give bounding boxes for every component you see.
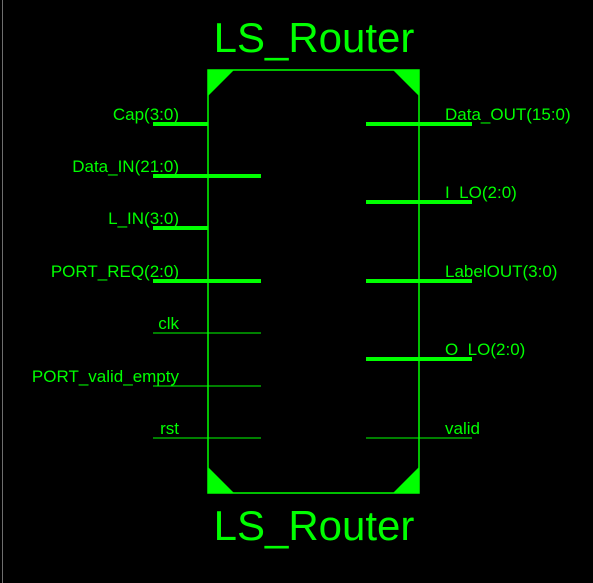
corner-marker-bottom-left [208,467,234,493]
output-pin-label: I_LO(2:0) [445,183,517,202]
input-pin-rst[interactable]: rst [153,419,261,439]
output-pin-label: Data_OUT(15:0) [445,105,571,124]
input-pin-cap-3-0[interactable]: Cap(3:0) [113,105,208,126]
input-pin-port-req-2-0[interactable]: PORT_REQ(2:0) [51,262,261,283]
input-pin-clk[interactable]: clk [153,314,261,334]
input-pins: Cap(3:0) Data_IN(21:0) L_IN(3:0) PORT_REQ(2… [32,105,261,439]
output-pin-data-out-15-0[interactable]: Data_OUT(15:0) [366,105,571,126]
input-pin-label: PORT_REQ(2:0) [51,262,179,281]
input-pin-label: rst [160,419,179,438]
output-pins: Data_OUT(15:0) I_LO(2:0) LabelOUT(3:0) O_LO… [366,105,571,439]
output-pin-valid[interactable]: valid [366,419,480,439]
input-pin-label: PORT_valid_empty [32,367,180,386]
input-pin-label: clk [158,314,179,333]
output-pin-label: valid [445,419,480,438]
component-title-bottom: LS_Router [214,502,415,549]
input-pin-data-in-21-0[interactable]: Data_IN(21:0) [72,157,261,178]
input-pin-label: Cap(3:0) [113,105,179,124]
input-pin-port-valid-empty[interactable]: PORT_valid_empty [32,367,261,387]
corner-marker-top-right [393,70,419,96]
input-pin-label: Data_IN(21:0) [72,157,179,176]
input-pin-label: L_IN(3:0) [108,209,179,228]
output-pin-label: LabelOUT(3:0) [445,262,557,281]
output-pin-labelout-3-0[interactable]: LabelOUT(3:0) [366,262,557,283]
output-pin-i-lo-2-0[interactable]: I_LO(2:0) [366,183,517,204]
output-pin-o-lo-2-0[interactable]: O_LO(2:0) [366,340,525,361]
corner-marker-top-left [208,70,234,96]
input-pin-l-in-3-0[interactable]: L_IN(3:0) [108,209,208,230]
output-pin-label: O_LO(2:0) [445,340,525,359]
corner-marker-bottom-right [393,467,419,493]
component-title-top: LS_Router [214,14,415,61]
